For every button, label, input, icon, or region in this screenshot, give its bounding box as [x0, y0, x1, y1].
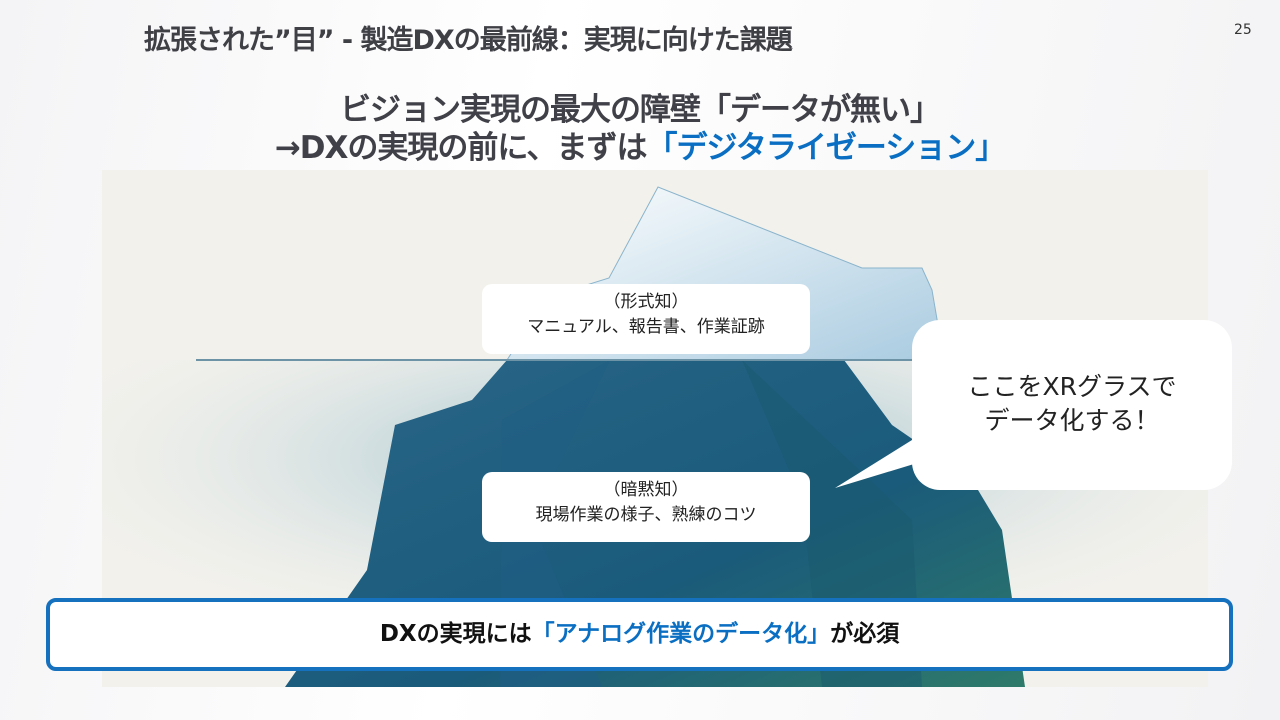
- explicit-knowledge-heading: （形式知）: [603, 292, 689, 312]
- conclusion-prefix: DXの実現には: [379, 621, 532, 647]
- headline-line2: →DXの実現の前に、まずは「デジタライゼーション」: [0, 122, 1280, 167]
- headline-line2-highlight: 「デジタライゼーション」: [646, 130, 1006, 166]
- page-number: 25: [1234, 22, 1252, 38]
- conclusion-suffix: が必須: [830, 621, 900, 647]
- callout-line1: ここをXRグラスで: [967, 372, 1177, 401]
- explicit-knowledge-label: （形式知） マニュアル、報告書、作業証跡: [482, 284, 810, 354]
- slide-title: 拡張された”目” - 製造DXの最前線：実現に向けた課題: [144, 25, 793, 56]
- tacit-knowledge-label: （暗黙知） 現場作業の様子、熟練のコツ: [482, 472, 810, 542]
- callout-bubble: ここをXRグラスで データ化する！: [912, 320, 1232, 490]
- conclusion-highlight: 「アナログ作業のデータ化」: [531, 621, 831, 647]
- conclusion-box: DXの実現には「アナログ作業のデータ化」が必須: [46, 598, 1233, 671]
- tacit-knowledge-heading: （暗黙知）: [603, 480, 689, 500]
- headline-line2-prefix: →DXの実現の前に、まずは: [274, 130, 648, 166]
- callout-line2: データ化する！: [984, 406, 1160, 435]
- explicit-knowledge-body: マニュアル、報告書、作業証跡: [527, 317, 765, 337]
- tacit-knowledge-body: 現場作業の様子、熟練のコツ: [535, 505, 757, 525]
- headline-line1: ビジョン実現の最大の障壁「データが無い」: [340, 92, 941, 128]
- callout-tail: [835, 440, 914, 488]
